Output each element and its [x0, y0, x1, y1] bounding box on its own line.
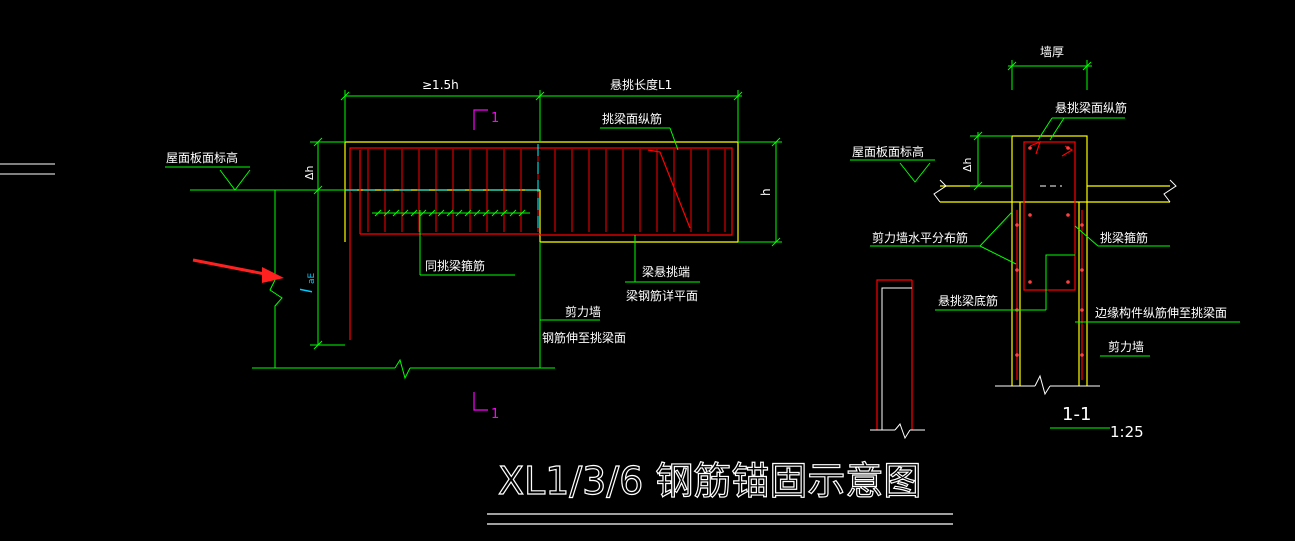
section-view: 墙厚 Δh 悬挑梁面纵筋 屋面板面标高 挑梁箍筋 剪力墙水平分布筋 悬挑梁底筋 … [850, 45, 1240, 441]
section-label-horizontal-bars: 剪力墙水平分布筋 [872, 230, 968, 245]
wall-fragment [870, 279, 925, 440]
label-beam-detail: 梁钢筋详平面 [626, 288, 698, 303]
distribution-tick [491, 209, 499, 217]
distribution-tick [455, 209, 463, 217]
section-scale: 1:25 [1110, 423, 1144, 441]
rebar-dot [1080, 353, 1084, 357]
section-label-bottom-bars: 悬挑梁底筋 [938, 293, 998, 308]
section-label-top-bars: 悬挑梁面纵筋 [1055, 100, 1127, 115]
dim-anchor-length: ≥1.5h [422, 78, 459, 92]
wall-thickness-dimension [1007, 60, 1092, 90]
section-mark-bottom-number: 1 [491, 407, 499, 422]
wall-outline [190, 137, 555, 380]
label-top-bars: 挑梁面纵筋 [602, 111, 662, 126]
distribution-tick [509, 209, 517, 217]
title-underline [487, 513, 953, 525]
distribution-ticks [374, 209, 526, 217]
rebar-dot [1080, 223, 1084, 227]
drawing-title: XL1/3/6 钢筋锚固示意图 [498, 459, 921, 503]
section-label-shear-wall: 剪力墙 [1108, 339, 1144, 354]
rebar-dot [1028, 146, 1032, 150]
distribution-tick [383, 209, 391, 217]
distribution-tick [473, 209, 481, 217]
leader-lines [165, 127, 700, 321]
elevation-view: 1 1 屋面板面标高 挑梁面纵筋 同挑梁箍筋 梁悬挑端 梁钢筋详平面 剪力墙 钢… [165, 77, 782, 422]
edge-marks [0, 163, 55, 175]
rebar-dot [1015, 353, 1019, 357]
label-bars-extend: 钢筋伸至挑梁面 [542, 330, 626, 345]
rebar-dot [1015, 223, 1019, 227]
section-mark [473, 109, 488, 411]
rebar-dot [1066, 280, 1070, 284]
distribution-tick [464, 209, 472, 217]
section-break-marks [933, 179, 1177, 396]
section-dim-delta-h: Δh [961, 157, 974, 172]
center-line [345, 144, 540, 232]
distribution-tick [374, 209, 382, 217]
rebar-dot [1028, 213, 1032, 217]
distribution-tick [410, 209, 418, 217]
distribution-tick [437, 209, 445, 217]
section-name: 1-1 [1062, 404, 1091, 425]
rebar-dot [1066, 146, 1070, 150]
distribution-tick [482, 209, 490, 217]
rebar-dot [1080, 268, 1084, 272]
lae-label-sub: aE [307, 272, 317, 284]
distribution-tick [500, 209, 508, 217]
lae-label: l aE [297, 272, 317, 293]
dim-beam-height: h [759, 188, 773, 196]
section-mark-top-number: 1 [491, 111, 499, 126]
distribution-tick [419, 209, 427, 217]
section-leaders [850, 117, 1240, 429]
distribution-tick [392, 209, 400, 217]
rebar-dot [1028, 280, 1032, 284]
height-dimension [738, 137, 782, 247]
rebar-dot [1015, 268, 1019, 272]
section-label-edge-member: 边缘构件纵筋伸至挑梁面 [1095, 305, 1227, 320]
pointer-arrow-icon [192, 258, 284, 283]
rebar-dot [1080, 308, 1084, 312]
beam-outline [344, 141, 739, 243]
dim-delta-h: Δh [303, 165, 316, 180]
section-dim-wall: 墙厚 [1040, 45, 1064, 59]
section-rebar [1016, 140, 1083, 380]
label-beam-end: 梁悬挑端 [642, 264, 690, 279]
distribution-tick [401, 209, 409, 217]
label-same-stirrup: 同挑梁箍筋 [425, 258, 485, 273]
rebar-dot [1066, 213, 1070, 217]
distribution-tick [518, 209, 526, 217]
top-dimension [340, 90, 743, 142]
section-label-stirrup: 挑梁箍筋 [1100, 230, 1148, 245]
section-bar-dots [1015, 146, 1084, 357]
section-dh-dimension [970, 131, 1012, 191]
dim-cantilever-length: 悬挑长度L1 [610, 77, 672, 92]
lae-label-l: l [297, 288, 316, 293]
label-roof-elevation: 屋面板面标高 [166, 150, 238, 165]
distribution-tick [428, 209, 436, 217]
distribution-tick [446, 209, 454, 217]
rebar-group [349, 147, 733, 340]
section-label-roof-elevation: 屋面板面标高 [852, 144, 924, 159]
label-shear-wall: 剪力墙 [565, 304, 601, 319]
